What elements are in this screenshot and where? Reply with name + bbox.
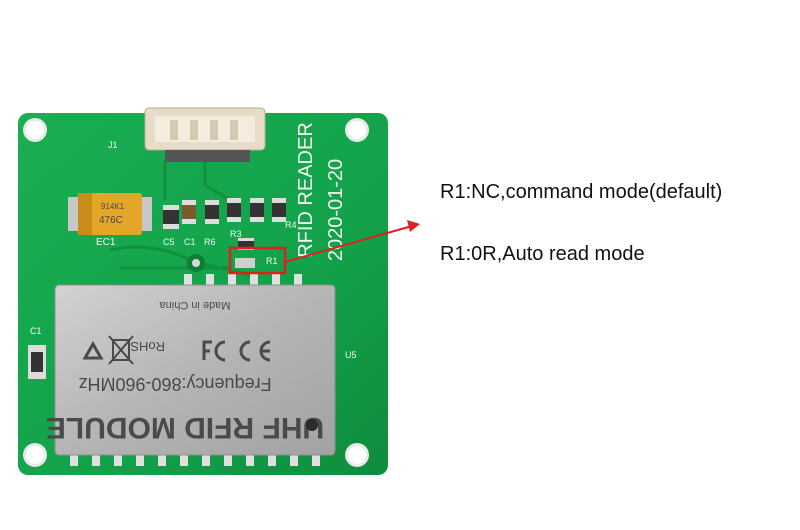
label-r4: R4 bbox=[285, 220, 297, 230]
made-in-china-text: Made in China bbox=[159, 299, 231, 311]
label-c1: C1 bbox=[30, 326, 42, 336]
fcc-mark-icon bbox=[202, 340, 226, 362]
pin1-dot bbox=[306, 419, 318, 431]
recycle-icon bbox=[82, 340, 104, 360]
r1-highlight-box bbox=[228, 246, 287, 275]
jst-connector bbox=[144, 107, 266, 162]
board-date: 2020-01-20 bbox=[325, 159, 347, 261]
board-title: RFID READER bbox=[295, 122, 317, 258]
command-mode-note: R1:NC,command mode(default) bbox=[440, 181, 723, 203]
label-c1-top: C1 bbox=[184, 237, 196, 247]
tantalum-capacitor: 914K1 476C bbox=[68, 193, 152, 235]
pointer-arrow-head bbox=[407, 220, 420, 232]
silkscreen-labels: J1 EC1 C5 C1 R6 R3 R4 R1 C1 U5 RFID READ… bbox=[30, 122, 357, 360]
label-u5: U5 bbox=[345, 350, 357, 360]
rf-shield-can bbox=[54, 284, 336, 456]
label-r6: R6 bbox=[204, 237, 216, 247]
capacitor-marking-1: 476C bbox=[99, 215, 123, 226]
capacitor-marking-2: 914K1 bbox=[101, 202, 125, 211]
pointer-arrow-line bbox=[284, 225, 413, 263]
label-j1: J1 bbox=[108, 140, 118, 150]
rohs-text: RoHS bbox=[130, 339, 165, 354]
label-r3: R3 bbox=[230, 229, 242, 239]
weee-bin-icon bbox=[108, 335, 134, 365]
module-pads-top bbox=[184, 274, 302, 286]
module-printing: Made in China Frequency:860-960MHz UHF R… bbox=[46, 299, 324, 444]
auto-read-mode-note: R1:0R,Auto read mode bbox=[440, 243, 645, 265]
ce-mark-icon bbox=[239, 340, 271, 362]
mounting-holes bbox=[23, 118, 369, 467]
label-r1: R1 bbox=[266, 256, 278, 266]
module-name-text: UHF RFID MODULE bbox=[46, 411, 324, 444]
frequency-text: Frequency:860-960MHz bbox=[78, 374, 271, 394]
label-ec1: EC1 bbox=[96, 237, 116, 248]
module-pads-bottom bbox=[70, 452, 320, 466]
label-c5: C5 bbox=[163, 237, 175, 247]
